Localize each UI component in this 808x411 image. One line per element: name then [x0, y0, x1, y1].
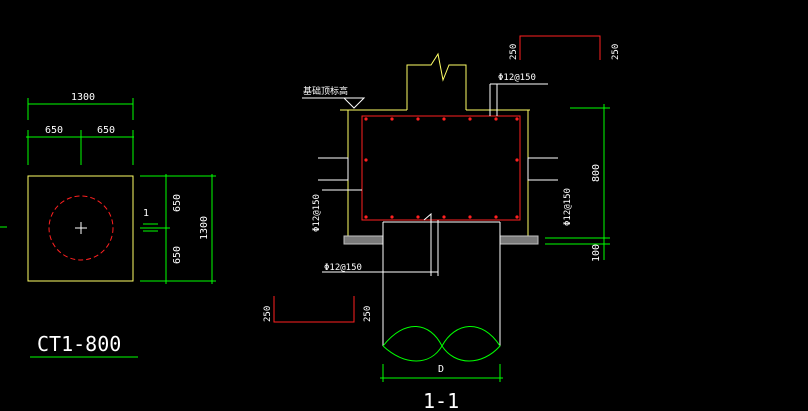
- plan-dim-vertical-bottom: 650: [172, 246, 183, 264]
- hook-top-right: 250: [611, 44, 621, 60]
- section-dim-height: 800: [591, 164, 602, 182]
- section-title: 1-1: [423, 389, 459, 411]
- right-rebar-label: Φ12@150: [563, 188, 573, 226]
- section-marker: 1: [143, 208, 149, 219]
- pile-cap-plan-outline: [27, 175, 134, 282]
- pile-break-line: [382, 326, 501, 362]
- plan-dim-total: 1300: [71, 92, 95, 103]
- hook-top-left: 250: [509, 44, 519, 60]
- pile-section: [382, 221, 501, 346]
- section-right-dimension: [545, 104, 610, 260]
- top-rebar-leader: [489, 83, 548, 116]
- plan-dim-right: 650: [97, 125, 115, 136]
- top-elevation-label: 基础顶标高: [303, 85, 348, 97]
- plan-dim-vertical-top: 650: [172, 194, 183, 212]
- elevation-marker: [302, 97, 366, 109]
- plan-right-dimension: [140, 174, 216, 284]
- rebar-cage: [361, 115, 521, 221]
- pile-plan-circle: [48, 195, 114, 261]
- bottom-rebar-label: Φ12@150: [324, 263, 362, 273]
- plan-top-dimension: [26, 98, 134, 165]
- section-view: Φ12@150 基础顶标高 Φ12@150 Φ12@150 Φ12@150 80…: [263, 35, 621, 411]
- column-stub: [340, 52, 530, 111]
- pile-diameter-dimension: [380, 364, 503, 382]
- top-rebar-label: Φ12@150: [498, 73, 536, 83]
- cushion-layer: [343, 235, 539, 245]
- top-hook-detail: [519, 35, 601, 60]
- pile-cap-label: CT1-800: [37, 332, 121, 356]
- pile-cap-section-outline: [347, 110, 529, 239]
- rebar-dots: [364, 117, 519, 219]
- side-backfill: [318, 157, 558, 181]
- plan-dim-left: 650: [45, 125, 63, 136]
- hook-bottom-right: 250: [363, 306, 373, 322]
- plan-dim-vertical-total: 1300: [199, 216, 210, 240]
- pile-anchor-bars: [322, 212, 439, 276]
- left-rebar-label: Φ12@150: [312, 194, 322, 232]
- pile-center-cross: [75, 222, 87, 234]
- plan-view: 1300 650 650 1 650 650 1300 CT1-800: [0, 92, 216, 358]
- hook-bottom-left: 250: [263, 306, 273, 322]
- section-dim-cushion: 100: [591, 244, 602, 262]
- pile-dim-d: D: [438, 364, 444, 375]
- bottom-hook-detail: [273, 296, 355, 323]
